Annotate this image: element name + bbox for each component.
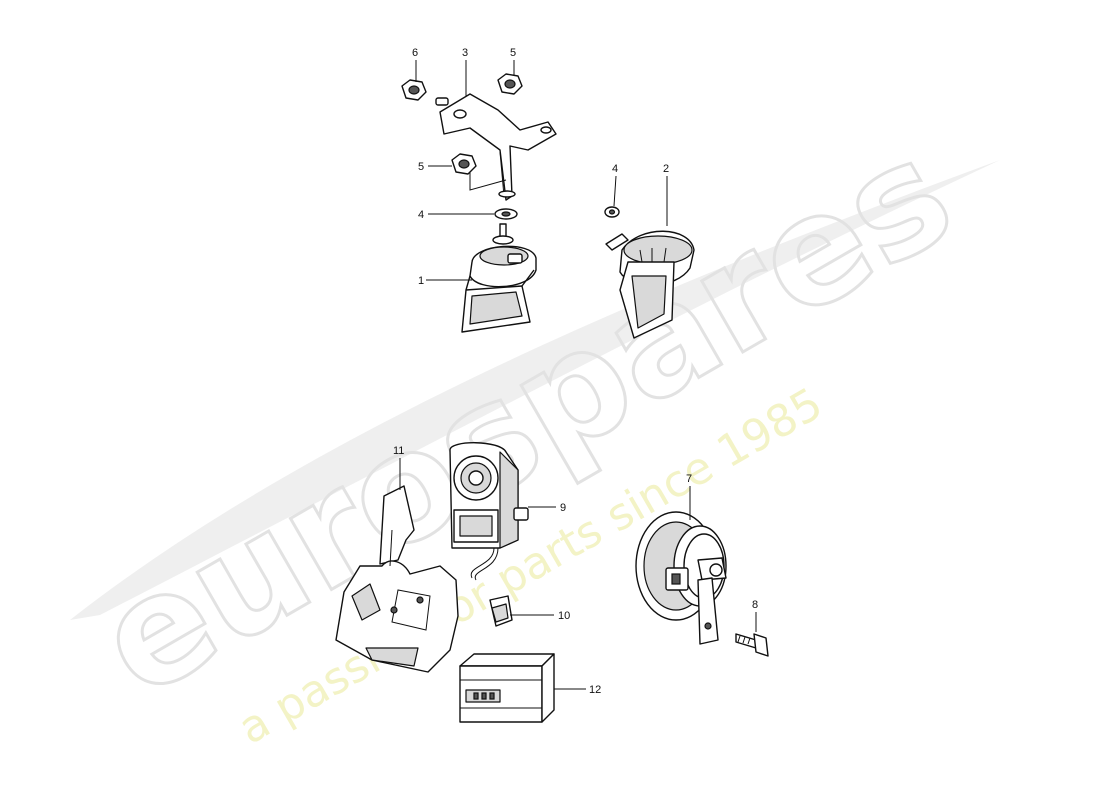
callout-9: 9 [560,502,566,514]
horn-icon [605,230,695,339]
round-horn-icon [635,511,727,645]
callout-8: 8 [752,599,758,611]
callouts: 6 3 5 5 4 1 4 2 11 9 10 12 7 8 [393,47,758,696]
bolt-icon [735,633,769,657]
callout-4: 4 [612,163,618,175]
callout-1: 1 [418,275,424,287]
nut-icon [497,73,523,95]
callout-11: 11 [393,445,404,457]
callout-5: 5 [418,161,424,173]
horn-icon [461,223,537,333]
mounting-plate-icon [335,485,459,673]
stud-icon [435,97,449,106]
bracket-icon [439,93,557,201]
callout-4: 4 [418,209,424,221]
nut-icon [451,153,477,175]
callout-6: 6 [412,47,418,59]
washer-icon [494,208,518,220]
watermark-brand: eurospares [71,106,979,731]
control-unit-icon [459,653,555,723]
clip-icon [489,595,513,627]
leader-lines [399,60,757,690]
callout-10: 10 [558,610,570,622]
callout-5: 5 [510,47,516,59]
callout-2: 2 [663,163,669,175]
callout-12: 12 [589,684,601,696]
nut-icon [401,79,427,101]
watermark-swoosh [70,160,1000,620]
siren-icon [449,442,529,581]
callout-7: 7 [686,473,692,485]
callout-3: 3 [462,47,468,59]
washer-icon [604,206,620,218]
